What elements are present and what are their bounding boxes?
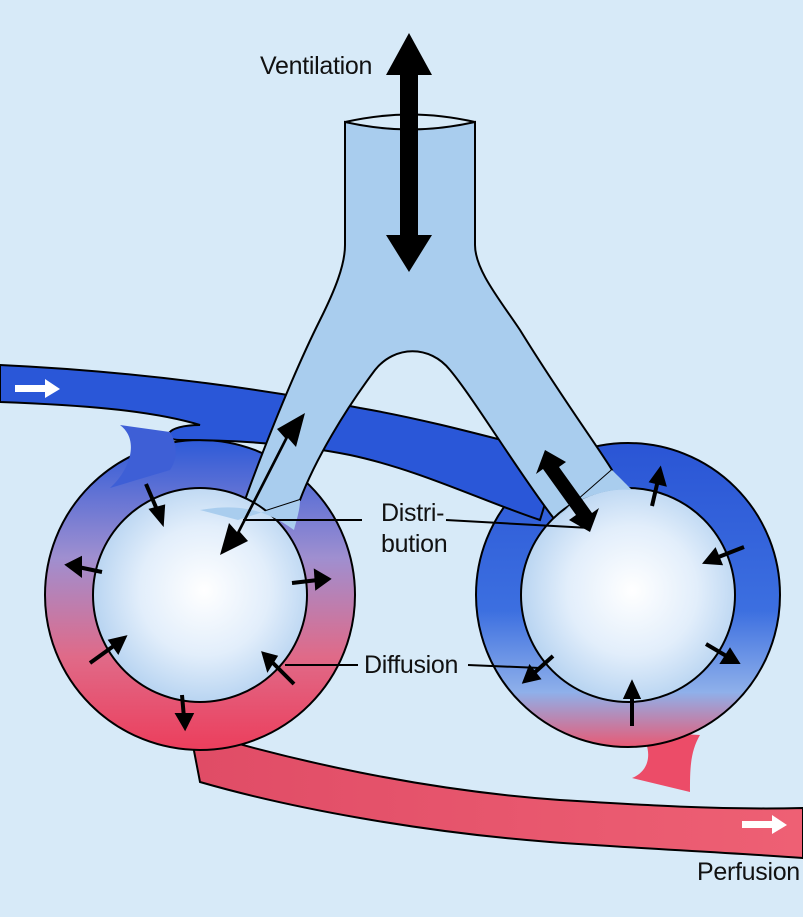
ventilation-arrow [386, 33, 432, 272]
distribution-label-line1: Distri- [381, 499, 445, 527]
right-distribution-arrow [536, 450, 599, 532]
left-diffusion-arrows [64, 483, 332, 732]
left-alveolus [92, 487, 308, 703]
artery-left-branch [110, 425, 176, 488]
ventilation-label: Ventilation [260, 52, 373, 80]
right-diffusion-arrows [521, 465, 745, 726]
right-alveolus [520, 487, 736, 703]
right-bronchiole-neck [555, 470, 632, 520]
left-distribution-arrow [220, 413, 305, 555]
inflow-arrow [15, 379, 60, 398]
distribution-label-line2: bution [381, 530, 448, 558]
diffusion-leader-right [467, 664, 541, 669]
outflow-arrow [742, 815, 787, 834]
airway [236, 120, 614, 522]
left-bronchiole-neck [200, 500, 300, 530]
distribution-leader-right [445, 519, 591, 529]
vein-right-branch [632, 732, 700, 792]
pulmonary-vein [188, 728, 803, 860]
perfusion-label: Perfusion [697, 858, 800, 886]
diffusion-label: Diffusion [364, 651, 459, 679]
